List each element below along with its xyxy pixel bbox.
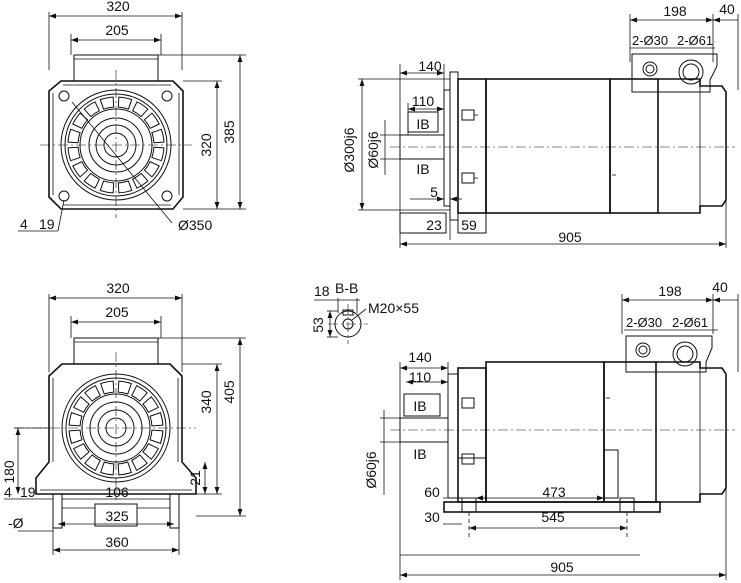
top-front-view: 320 205 Ø350 <box>18 0 246 233</box>
dim-inner-205-b: 205 <box>105 304 129 320</box>
cooling-fin-slot <box>117 180 133 194</box>
dim-phi: -Ø <box>8 515 24 531</box>
dim-foot-hole-span-545: 545 <box>541 509 565 525</box>
dim-flange-thk-23: 23 <box>426 217 442 233</box>
cooling-fin-slot <box>72 112 89 130</box>
dim-shaft-height-180: 180 <box>1 460 17 484</box>
thread-label: M20×55 <box>368 300 419 316</box>
label-ib-lower: IB <box>416 161 429 177</box>
dim-total-height-385: 385 <box>221 120 237 144</box>
dim-terminal-198-b: 198 <box>658 283 682 299</box>
dim-foot-inner-106: 106 <box>105 484 129 500</box>
section-title: B-B <box>335 280 358 296</box>
dim-key-18: 18 <box>314 283 330 299</box>
cooling-fin-slot <box>83 172 101 189</box>
dim-total-905-b: 905 <box>550 559 574 575</box>
label-ib-upper: IB <box>416 116 429 132</box>
dim-shaft-dia: Ø60j6 <box>365 131 381 169</box>
cooling-fin-slot <box>149 429 164 444</box>
hole-size: 19 <box>39 216 55 232</box>
cooling-fin-slot <box>73 396 90 413</box>
bottom-side-view: 198 40 2-Ø30 2-Ø61 <box>363 279 739 580</box>
dim-total-height-405: 405 <box>221 380 237 404</box>
dim-end-40: 40 <box>719 1 735 17</box>
cooling-fin-slot <box>143 112 160 130</box>
cooling-fin-slot <box>84 385 101 402</box>
gland-large-b: 2-Ø61 <box>672 315 708 330</box>
dim-foot-holes-325: 325 <box>105 508 129 524</box>
hole-count: 4 <box>20 216 28 232</box>
dim-shaft-140: 140 <box>408 349 432 365</box>
hole-count-b: 4 <box>4 484 12 500</box>
cooling-fin-slot <box>68 429 83 444</box>
cooling-fin-slot <box>99 96 115 110</box>
hole-size-b: 19 <box>20 484 36 500</box>
section-bb: B-B 18 53 M20×55 <box>310 280 419 344</box>
dim-spigot-dia: Ø300j6 <box>341 127 357 172</box>
dim-end-40-b: 40 <box>712 279 728 295</box>
cooling-fin-slot <box>142 443 159 460</box>
cooling-fin-slot <box>117 461 132 476</box>
dim-key-110: 110 <box>409 369 432 385</box>
dim-height-320: 320 <box>198 133 214 157</box>
cooling-fin-slot <box>142 396 159 413</box>
dim-foot-to-shaft-60: 60 <box>424 484 440 500</box>
dim-circle-350: Ø350 <box>178 217 212 233</box>
cooling-fin-slot <box>131 454 148 471</box>
cooling-fin-slot <box>100 461 115 476</box>
dim-height-340: 340 <box>198 390 214 414</box>
cooling-fin-slot <box>131 385 148 402</box>
cooling-fin-slot <box>151 146 165 162</box>
bottom-front-view: 320 205 106 325 <box>1 280 246 555</box>
cooling-fin-slot <box>151 128 165 144</box>
dim-inner-205: 205 <box>105 22 129 38</box>
cooling-fin-slot <box>72 160 89 178</box>
cooling-fin-slot <box>117 96 133 110</box>
dim-terminal-198: 198 <box>663 3 687 19</box>
cooling-fin-slot <box>99 180 115 194</box>
dim-foot-span-473: 473 <box>542 484 566 500</box>
dim-width-320-b: 320 <box>106 280 130 296</box>
cooling-fin-slot <box>117 380 132 395</box>
label-ib-lower-b: IB <box>413 446 426 462</box>
dim-foot-thk-21: 21 <box>187 470 203 486</box>
dim-foot-total-360: 360 <box>105 534 129 550</box>
dim-flange-140: 140 <box>418 58 442 74</box>
dim-foot-offset-30: 30 <box>424 509 440 525</box>
cooling-fin-slot <box>67 146 81 162</box>
label-ib-upper-b: IB <box>413 398 426 414</box>
cooling-fin-slot <box>73 443 90 460</box>
cooling-fin-slot <box>131 172 149 189</box>
cooling-fin-slot <box>67 128 81 144</box>
cooling-fin-slot <box>84 454 101 471</box>
dim-flange-width-59: 59 <box>461 217 477 233</box>
gland-small: 2-Ø30 <box>632 33 668 48</box>
cooling-fin-slot <box>143 160 160 178</box>
cooling-fin-slot <box>131 101 149 118</box>
gland-large: 2-Ø61 <box>677 33 713 48</box>
dim-spigot-5: 5 <box>430 184 438 200</box>
dim-shaft-53: 53 <box>310 317 326 333</box>
cooling-fin-slot <box>100 380 115 395</box>
dim-total-905: 905 <box>558 229 582 245</box>
dim-width-320: 320 <box>106 0 130 14</box>
cooling-fin-slot <box>68 412 83 427</box>
dim-shaft-dia-b: Ø60j6 <box>363 451 379 489</box>
gland-small-b: 2-Ø30 <box>626 315 662 330</box>
cooling-fin-slot <box>83 101 101 118</box>
top-side-view: 198 40 2-Ø30 2-Ø61 140 <box>341 1 739 248</box>
cooling-fin-slot <box>149 412 164 427</box>
dim-shaft-110: 110 <box>412 93 435 109</box>
